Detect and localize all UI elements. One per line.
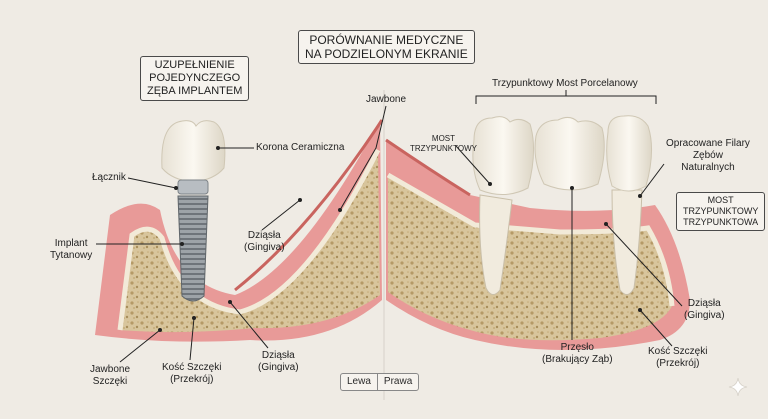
leader-dziasla-bottom bbox=[229, 301, 269, 349]
ceramic-crown bbox=[161, 120, 226, 183]
leader-dziasla-mid bbox=[261, 199, 301, 231]
right-jaw-section bbox=[385, 138, 690, 350]
leader-jawbone-top bbox=[339, 105, 387, 211]
left-right-toggle[interactable]: Lewa Prawa bbox=[340, 373, 420, 391]
label-dziasla-mid-line-2: (Gingiva) bbox=[244, 242, 285, 253]
box-line-2: TRZYPUNKTOWY bbox=[683, 206, 759, 216]
label-implant-tytanowy: Implant Tytanowy bbox=[50, 238, 92, 262]
label-kosc-r-line-2: (Przekrój) bbox=[656, 358, 700, 369]
label-kosc-szczeki-right: Kość Szczęki (Przekrój) bbox=[648, 346, 707, 370]
toggle-left[interactable]: Lewa bbox=[347, 376, 371, 387]
leader-most-small bbox=[455, 145, 491, 185]
label-kosc-line-1: Kość Szczęki bbox=[162, 362, 222, 373]
label-przeslo-line-1: Przęsło bbox=[560, 342, 594, 353]
label-most-small-line-1: MOST bbox=[431, 134, 456, 143]
heading-line-3: ZĘBA IMPLANTEM bbox=[147, 85, 243, 97]
label-implant-line-1: Implant bbox=[54, 238, 88, 249]
leader-filary bbox=[639, 163, 665, 197]
label-dziasla-b-line-2: (Gingiva) bbox=[258, 362, 299, 373]
toggle-right[interactable]: Prawa bbox=[383, 376, 413, 387]
bridge-bracket bbox=[475, 95, 657, 104]
abutment-tooth-right-root bbox=[611, 189, 643, 295]
box-line-3: TRZYPUNKTOWA bbox=[683, 217, 759, 227]
left-jaw-top bbox=[234, 119, 384, 292]
bridge-assembly bbox=[472, 115, 652, 295]
bridge-crown-left bbox=[472, 116, 535, 195]
left-panel-heading: UZUPEŁNIENIE POJEDYNCZEGO ZĘBA IMPLANTEM bbox=[140, 56, 250, 101]
label-kosc-line-2: (Przekrój) bbox=[170, 374, 214, 385]
abutment-tooth-left-root bbox=[479, 194, 513, 295]
titanium-implant bbox=[177, 195, 209, 302]
bridge-pontic bbox=[534, 116, 605, 191]
toggle-separator bbox=[376, 374, 378, 390]
leader-kosc-right bbox=[639, 309, 673, 347]
label-filary-line-3: Naturalnych bbox=[681, 162, 735, 173]
label-kosc-r-line-1: Kość Szczęki bbox=[648, 346, 708, 357]
label-korona-ceramiczna: Korona Ceramiczna bbox=[256, 142, 345, 153]
right-jaw-top bbox=[385, 138, 471, 197]
label-jawbone-top: Jawbone bbox=[366, 94, 407, 105]
box-line-1: MOST bbox=[707, 195, 734, 205]
most-trzypunktowy-box: MOST TRZYPUNKTOWY TRZYPUNKTOWA bbox=[676, 192, 766, 231]
label-most-small: MOST TRZYPUNKTOWY bbox=[410, 134, 477, 154]
label-filary-line-2: Zębów bbox=[692, 150, 723, 161]
heading-line-1: UZUPEŁNIENIE bbox=[154, 59, 235, 71]
label-most-small-line-2: TRZYPUNKTOWY bbox=[410, 144, 477, 153]
left-bone-cortex bbox=[117, 148, 381, 331]
label-dziasla-r-line-1: Dziąsła bbox=[687, 298, 721, 309]
label-dziasla-right: Dziąsła (Gingiva) bbox=[684, 298, 725, 322]
label-dziasla-mid-line-1: Dziąsła bbox=[247, 230, 281, 241]
label-dziasla-mid: Dziąsła (Gingiva) bbox=[244, 230, 285, 254]
label-jawbone-b-line-2: Szczęki bbox=[92, 376, 128, 387]
label-bridge-bracket: Trzypunktowy Most Porcelanowy bbox=[492, 78, 638, 89]
implant-assembly bbox=[161, 120, 226, 302]
label-dziasla-bottom: Dziąsła (Gingiva) bbox=[258, 350, 299, 374]
label-przeslo: Przęsło (Brakujący Ząb) bbox=[542, 342, 613, 366]
label-jawbone-b-line-1: Jawbone bbox=[90, 364, 131, 375]
page-title: PORÓWNANIE MEDYCZNE NA PODZIELONYM EKRAN… bbox=[298, 30, 475, 64]
label-opracowane-filary: Opracowane Filary Zębów Naturalnych bbox=[666, 138, 750, 174]
label-filary-line-1: Opracowane Filary bbox=[666, 138, 750, 149]
label-dziasla-r-line-2: (Gingiva) bbox=[684, 310, 725, 321]
label-dziasla-b-line-1: Dziąsła bbox=[261, 350, 295, 361]
label-kosc-szczeki-left: Kość Szczęki (Przekrój) bbox=[162, 362, 221, 386]
bridge-crown-right bbox=[606, 115, 652, 192]
right-bone-cortex bbox=[386, 172, 675, 307]
title-line-2: NA PODZIELONYM EKRANIE bbox=[305, 47, 468, 61]
leader-lacznik bbox=[127, 177, 177, 189]
label-implant-line-2: Tytanowy bbox=[50, 250, 93, 261]
title-line-1: PORÓWNANIE MEDYCZNE bbox=[309, 33, 464, 47]
heading-line-2: POJEDYNCZEGO bbox=[149, 72, 241, 84]
label-przeslo-line-2: (Brakujący Ząb) bbox=[542, 354, 613, 365]
sparkle-icon bbox=[728, 377, 748, 397]
label-jawbone-szczeki: Jawbone Szczęki bbox=[90, 364, 130, 388]
leader-dziasla-right bbox=[605, 223, 683, 307]
leader-kosc bbox=[189, 317, 195, 361]
leader-jawbone-bottom bbox=[119, 329, 161, 363]
label-lacznik: Łącznik bbox=[92, 172, 126, 183]
abutment bbox=[177, 179, 209, 195]
